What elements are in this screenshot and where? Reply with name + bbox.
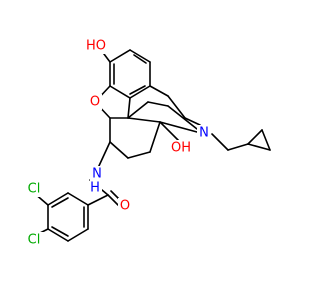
hydroxyl-label: HO [86, 39, 106, 54]
chlorine-label: Cl [28, 233, 41, 248]
bond [127, 117, 161, 123]
bond [167, 105, 198, 130]
bond [147, 101, 169, 107]
bond [87, 194, 109, 206]
amine-nitrogen-label: N [199, 126, 209, 141]
bond [261, 129, 271, 151]
bond [184, 117, 201, 126]
bond [159, 121, 181, 143]
amide-nitrogen-label: N [92, 167, 102, 182]
hydroxyl-label: OH [171, 141, 191, 156]
bond [109, 85, 131, 99]
bond [129, 49, 151, 63]
carbonyl-oxygen-label: O [120, 199, 130, 214]
bond [107, 194, 119, 206]
amide-hydrogen-label: H [90, 181, 100, 196]
bond-lines [33, 45, 271, 242]
bond [247, 143, 271, 151]
bond [51, 226, 69, 237]
bond [149, 85, 169, 97]
bond [211, 133, 229, 151]
atom-labels: HO O N OH N H O Cl Cl [24, 38, 211, 248]
bond [127, 97, 131, 119]
bond [109, 49, 131, 63]
ether-oxygen-label: O [90, 95, 100, 110]
bond [67, 192, 89, 206]
bond [97, 141, 111, 169]
bond [159, 121, 198, 133]
bond [149, 121, 161, 153]
bond [51, 197, 69, 208]
bond [129, 85, 151, 99]
bond [127, 151, 151, 159]
bond [67, 228, 89, 242]
bond [127, 101, 149, 119]
molecule-structure-diagram: HO O N OH N H O Cl Cl [24, 38, 271, 248]
bond [227, 143, 249, 151]
bond [109, 141, 129, 159]
bond [129, 85, 146, 95]
bond [133, 54, 147, 64]
bond [247, 129, 263, 145]
bond [47, 192, 69, 206]
chlorine-label: Cl [28, 182, 41, 197]
bond [167, 95, 186, 119]
bond [47, 228, 69, 242]
